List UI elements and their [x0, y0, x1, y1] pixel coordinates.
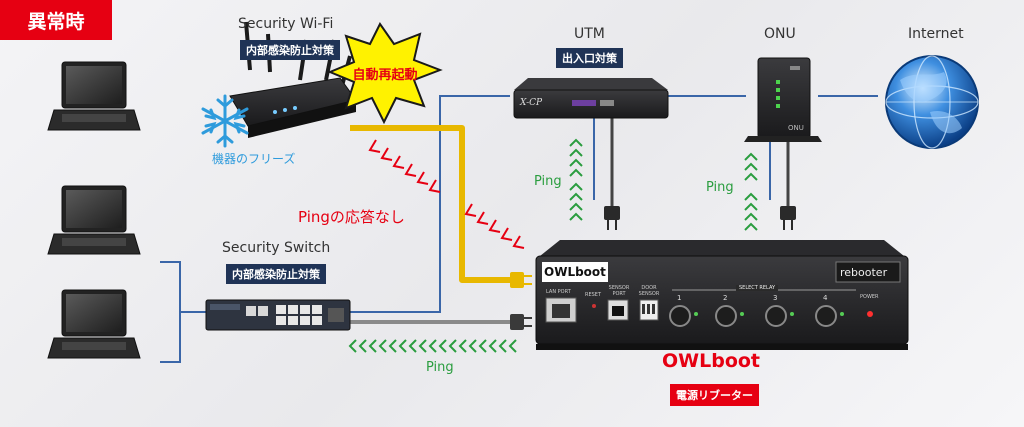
- switch-title: Security Switch: [222, 240, 331, 256]
- relay-number-4: 4: [823, 294, 828, 302]
- relay-knob-3: [765, 305, 787, 327]
- reset-label: RESET: [585, 292, 602, 298]
- reboot-burst: [327, 22, 443, 125]
- onu-device: [744, 57, 822, 142]
- utm-appliance: [513, 78, 669, 119]
- ping-chevrons-switch: [348, 339, 517, 353]
- state-badge: 異常時: [0, 0, 112, 40]
- utm-title: UTM: [574, 26, 605, 42]
- router-tag: 内部感染防止対策: [240, 40, 340, 60]
- sensor-port-label: SENSOR PORT: [608, 285, 630, 297]
- laptop-3: [47, 289, 141, 359]
- ping-chevrons-utm: [569, 138, 583, 221]
- internet-globe-icon: [885, 55, 979, 149]
- relay-knob-2: [715, 305, 737, 327]
- internet-title: Internet: [908, 26, 964, 42]
- no-reply-chevrons: [368, 139, 525, 249]
- freeze-label: 機器のフリーズ: [212, 152, 296, 166]
- owlboot-device: [535, 240, 909, 350]
- power-label: POWER: [860, 294, 879, 300]
- onu-title: ONU: [764, 26, 796, 42]
- relay-number-2: 2: [723, 294, 728, 302]
- snowflake-icon: [201, 94, 249, 148]
- burst-text: 自動再起動: [352, 68, 418, 83]
- ping-label-switch: Ping: [426, 360, 454, 375]
- relay-number-3: 3: [773, 294, 778, 302]
- rebooter-label: rebooter: [840, 266, 888, 279]
- utm-tag: 出入口対策: [556, 48, 623, 68]
- onu-body-text: ONU: [788, 124, 804, 132]
- router-title: Security Wi-Fi: [238, 16, 334, 32]
- relay-number-1: 1: [677, 294, 682, 302]
- ping-label-onu: Ping: [706, 180, 734, 195]
- no-reply-label: Pingの応答なし: [298, 208, 405, 226]
- switch-tag: 内部感染防止対策: [226, 264, 326, 284]
- owlboot-tag: 電源リブーター: [670, 384, 759, 406]
- ping-chevrons-onu: [744, 152, 758, 231]
- relay-knob-1: [669, 305, 691, 327]
- owlboot-name: OWLboot: [662, 350, 761, 372]
- relay-knob-4: [815, 305, 837, 327]
- power-led: [867, 311, 873, 317]
- door-sensor-label: DOOR SENSOR: [638, 285, 660, 297]
- laptop-2: [47, 185, 141, 255]
- utm-brand: X-CP: [520, 98, 543, 108]
- ping-label-utm: Ping: [534, 174, 562, 189]
- laptop-1: [47, 61, 141, 131]
- select-relay-label: SELECT RELAY: [736, 285, 779, 291]
- owlboot-logo: OWLboot: [544, 265, 606, 279]
- lan-port-label: LAN PORT: [546, 289, 571, 295]
- security-switch: [205, 299, 351, 331]
